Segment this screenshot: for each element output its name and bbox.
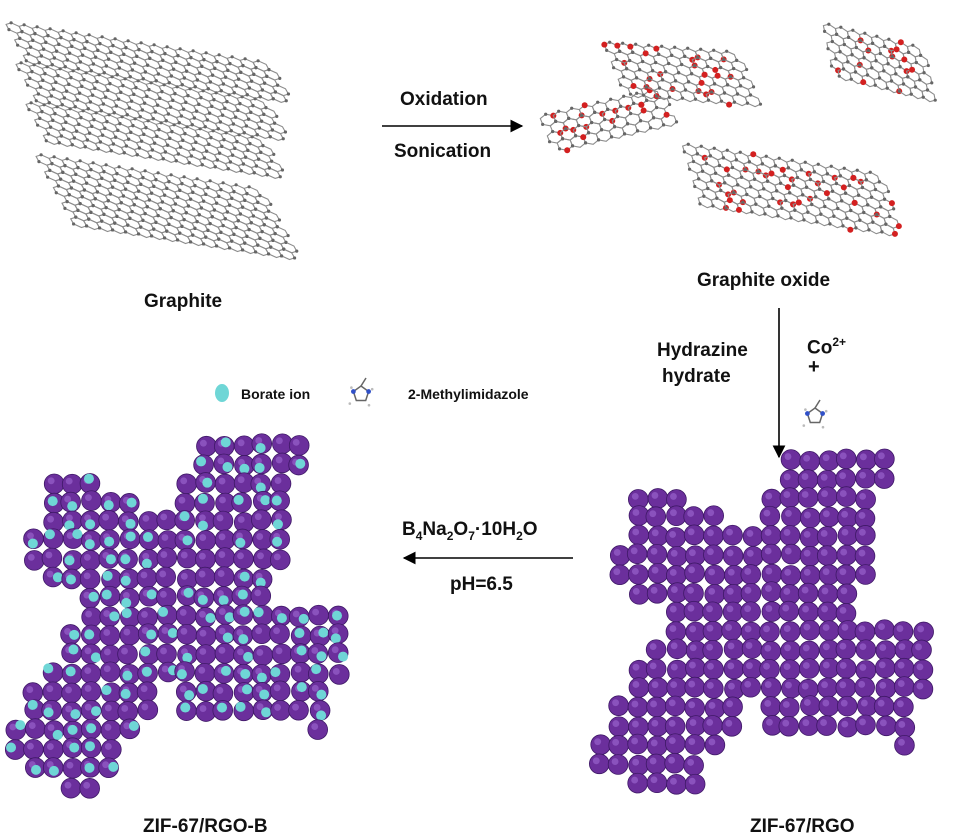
step-sonication: Sonication: [394, 141, 492, 162]
borax-na-sub: 2: [446, 528, 454, 543]
step-cobalt-ion: Co2+: [807, 335, 846, 359]
borax-end: O: [522, 519, 538, 540]
label-zif67-rgo: ZIF-67/RGO: [750, 816, 855, 837]
legend-icons: [215, 377, 828, 429]
borax-b-sub: 4: [415, 528, 423, 543]
step-hydrazine-line2: hydrate: [662, 366, 731, 387]
step-plus-sign: +: [808, 356, 820, 378]
step-oxidation: Oxidation: [400, 89, 488, 110]
borax-b: B: [402, 519, 416, 540]
borax-o-sub: 7: [468, 528, 475, 543]
step-hydrazine-line1: Hydrazine: [657, 340, 748, 361]
borax-mid: ·10H: [474, 519, 517, 540]
zif67-rgo-b-image: [4, 433, 350, 799]
legend-borate-label: Borate ion: [241, 386, 311, 402]
zif67-rgo-image: [589, 448, 934, 795]
borax-na: Na: [422, 519, 447, 540]
label-graphite-oxide: Graphite oxide: [697, 270, 831, 291]
step-ph: pH=6.5: [450, 574, 513, 595]
label-graphite: Graphite: [144, 291, 223, 312]
borax-o: O: [453, 519, 469, 540]
step-borax-formula: B4Na2O7·10H2O: [402, 519, 538, 543]
cobalt-charge: 2+: [832, 335, 847, 349]
legend-imidazole-label: 2-Methylimidazole: [408, 386, 529, 402]
borax-h-sub: 2: [516, 528, 523, 543]
graphite-layers-image: [5, 21, 299, 261]
cobalt-symbol: Co: [807, 337, 833, 359]
graphite-oxide-image: [539, 22, 937, 237]
label-zif67-rgo-b: ZIF-67/RGO-B: [143, 816, 268, 837]
